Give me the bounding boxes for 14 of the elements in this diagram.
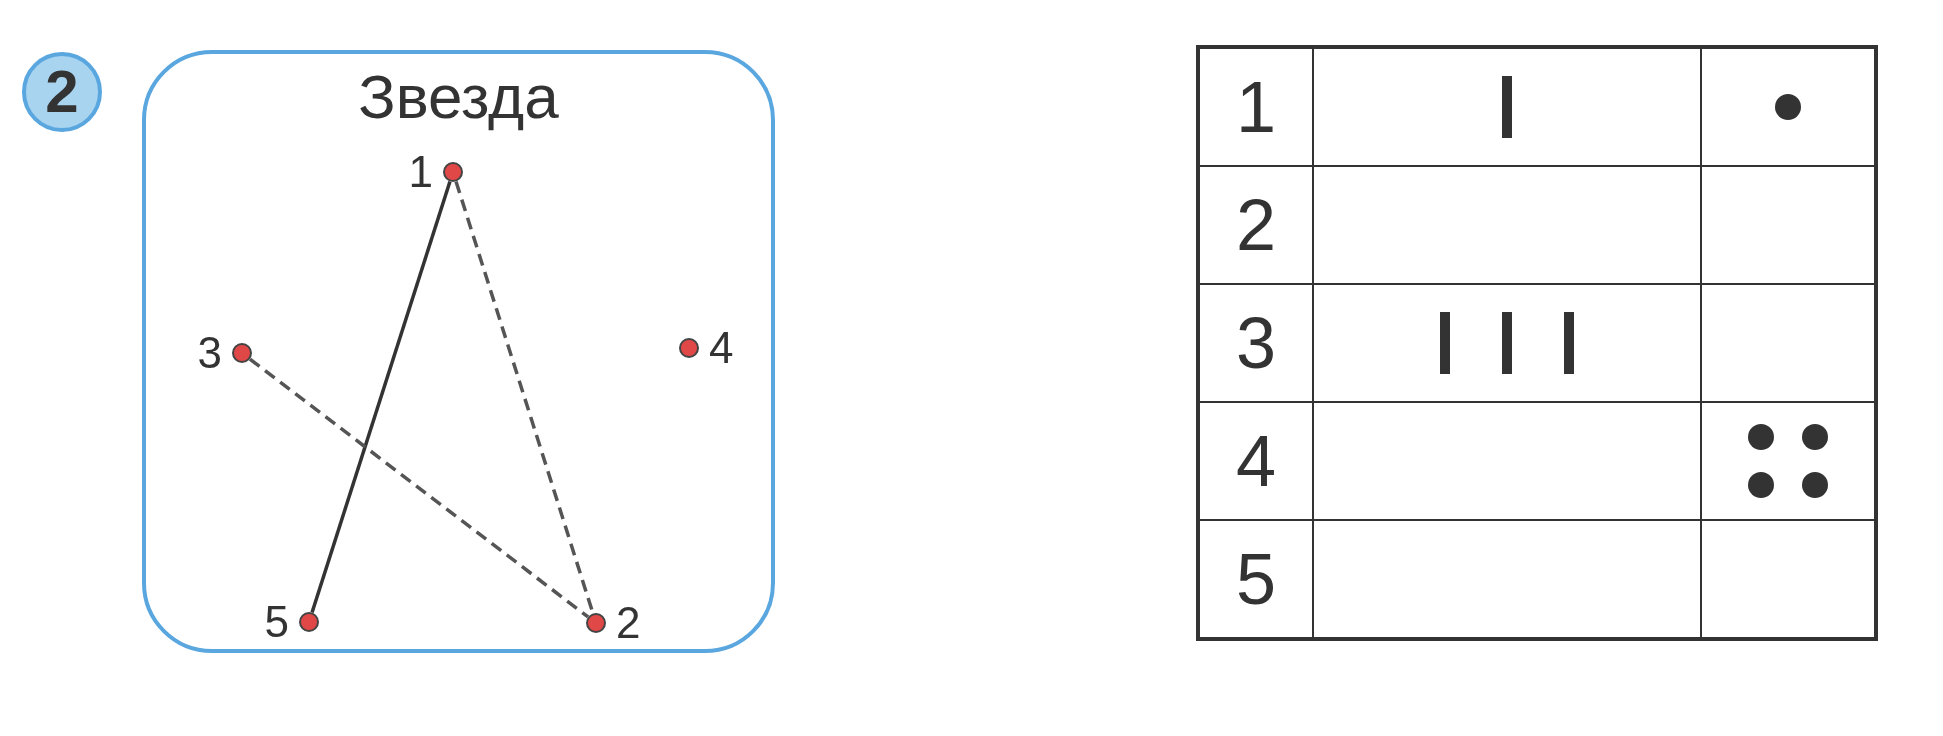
connecting-line xyxy=(310,181,452,613)
point-number: 3 xyxy=(197,329,222,377)
row-number: 1 xyxy=(1198,47,1313,166)
point-number: 2 xyxy=(616,599,641,647)
point-number: 4 xyxy=(709,324,734,372)
task-number-badge: 2 xyxy=(22,52,102,132)
row-number: 2 xyxy=(1198,166,1313,284)
row-number: 3 xyxy=(1198,284,1313,402)
frame-label: Звезда xyxy=(357,62,560,132)
row-number: 4 xyxy=(1198,402,1313,520)
point-number: 5 xyxy=(264,598,289,646)
rounded-frame xyxy=(142,50,775,653)
dashed-line xyxy=(248,357,590,619)
point-number: 1 xyxy=(408,148,433,196)
